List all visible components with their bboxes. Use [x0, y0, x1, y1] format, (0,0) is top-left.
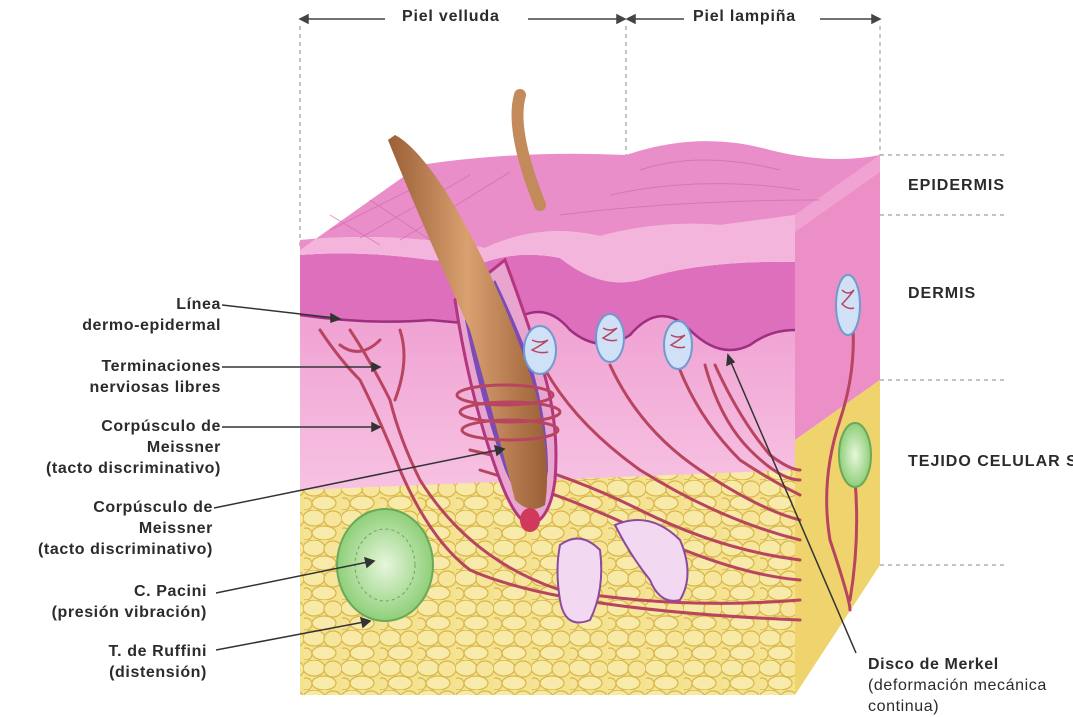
label-free-nerve-line1: Terminaciones [90, 356, 221, 377]
label-free-nerve-line2: nerviosas libres [90, 377, 221, 398]
label-dermo-line2: dermo-epidermal [82, 315, 221, 336]
layer-label-subcutaneous-line1: TEJIDO [908, 453, 972, 470]
layer-label-subcutaneous: TEJIDO CELULAR SC [908, 450, 1073, 474]
label-meissner-corpuscle-1: Corpúsculo de Meissner (tacto discrimina… [46, 416, 221, 479]
label-dermo-line1: Línea [82, 294, 221, 315]
label-meissner1-line2: Meissner [46, 437, 221, 458]
label-pacini-line1: C. Pacini [52, 581, 207, 602]
label-ruffini-line1: T. de Ruffini [109, 641, 207, 662]
label-meissner2-line1: Corpúsculo de [38, 497, 213, 518]
label-pacini-corpuscle: C. Pacini (presión vibración) [52, 581, 207, 623]
label-merkel-line2: (deformación mecánica [868, 675, 1047, 696]
label-meissner1-line3: (tacto discriminativo) [46, 458, 221, 479]
label-free-nerve-endings: Terminaciones nerviosas libres [90, 356, 221, 398]
hairless-skin-heading: Piel lampiña [687, 8, 802, 26]
label-ruffini-line2: (distensión) [109, 662, 207, 683]
label-merkel-disc: Disco de Merkel (deformación mecánica co… [868, 654, 1047, 717]
layer-label-dermis: DERMIS [908, 282, 976, 306]
label-meissner1-line1: Corpúsculo de [46, 416, 221, 437]
layer-label-epidermis: EPIDERMIS [908, 174, 1005, 198]
label-dermo-epidermal-line: Línea dermo-epidermal [82, 294, 221, 336]
layer-label-subcutaneous-line2: CELULAR SC [977, 453, 1073, 470]
label-ruffini-ending: T. de Ruffini (distensión) [109, 641, 207, 683]
label-merkel-line3: continua) [868, 696, 1047, 717]
label-meissner2-line2: Meissner [38, 518, 213, 539]
label-meissner2-line3: (tacto discriminativo) [38, 539, 213, 560]
label-meissner-corpuscle-2: Corpúsculo de Meissner (tacto discrimina… [38, 497, 213, 560]
hairy-skin-heading: Piel velluda [396, 8, 506, 26]
label-merkel-line1: Disco de Merkel [868, 654, 1047, 675]
label-pacini-line2: (presión vibración) [52, 602, 207, 623]
